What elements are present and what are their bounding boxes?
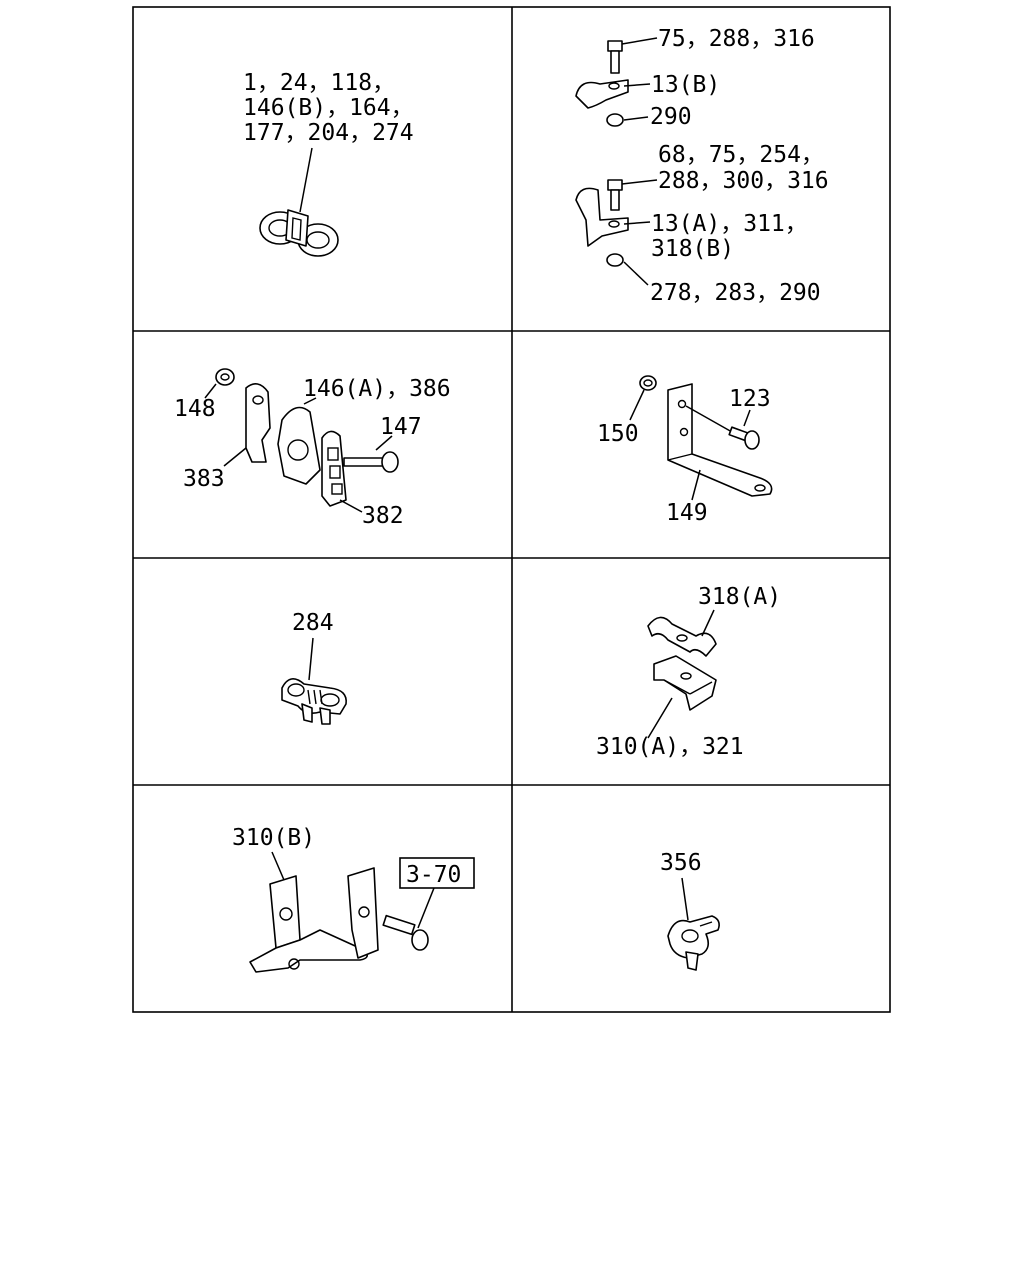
part-label: 147 xyxy=(380,414,422,440)
clip-356-part xyxy=(667,915,720,971)
clamp-13b-part xyxy=(575,37,658,127)
cell-clamp-bolt-nut: 75，288，316 13(B) 290 68，75，254， 288，300，… xyxy=(575,26,829,306)
cell-clip-small: 284 xyxy=(281,610,347,725)
part-label: 13(B) xyxy=(651,72,720,98)
cell-clip-double: 1，24，118， 146(B)，164， 177，204，274 xyxy=(243,70,414,257)
part-label: 310(A)，321 xyxy=(596,734,744,760)
cell-bracket-l: 150 123 149 xyxy=(597,375,773,526)
part-label: 150 xyxy=(597,421,639,447)
part-label: 1，24，118， xyxy=(243,70,395,96)
part-label: 278，283，290 xyxy=(650,280,821,306)
part-label: 146(A)，386 xyxy=(303,376,451,402)
part-label: 310(B) xyxy=(232,825,315,851)
part-label: 284 xyxy=(292,610,334,636)
part-label: 383 xyxy=(183,466,225,492)
part-label: 146(B)，164， xyxy=(243,95,414,121)
cell-saddle-clamp: 318(A) 310(A)，321 xyxy=(596,584,781,760)
part-label: 177，204，274 xyxy=(243,120,414,146)
double-clip-part xyxy=(259,209,339,257)
part-label: 149 xyxy=(666,500,708,526)
clamp-assembly-part xyxy=(204,368,399,513)
reference-label: 3-70 xyxy=(406,862,461,888)
part-label: 123 xyxy=(729,386,771,412)
part-label: 318(A) xyxy=(698,584,781,610)
part-label: 68，75，254， xyxy=(658,142,824,168)
part-label: 356 xyxy=(660,850,702,876)
bracket-310b-part xyxy=(249,851,435,973)
part-label: 148 xyxy=(174,396,216,422)
reference-box: 3-70 xyxy=(399,857,475,889)
cell-clamp-assembly: 146(A)，386 148 147 383 382 xyxy=(174,368,451,529)
clamp-13a-part xyxy=(575,179,658,286)
part-label: 75，288，316 xyxy=(658,26,815,52)
part-label: 318(B) xyxy=(651,236,734,262)
bracket-149-part xyxy=(629,375,773,501)
saddle-part xyxy=(647,609,717,739)
part-label: 288，300，316 xyxy=(658,168,829,194)
cell-bracket-z: 310(B) 3-70 xyxy=(232,825,475,973)
part-label: 290 xyxy=(650,104,692,130)
clip-284-part xyxy=(281,678,347,725)
part-label: 382 xyxy=(362,503,404,529)
part-label: 13(A)，311， xyxy=(651,211,808,237)
cell-clip-356: 356 xyxy=(660,850,720,971)
grid-frame xyxy=(132,6,891,1013)
